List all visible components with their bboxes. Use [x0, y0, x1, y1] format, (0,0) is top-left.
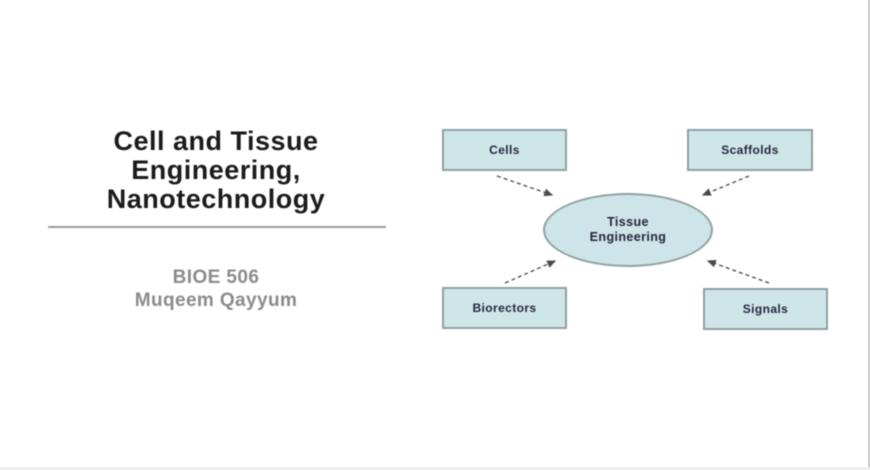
slide-right-edge — [868, 0, 870, 470]
node-signals: Signals — [703, 288, 828, 330]
title-line-3: Nanotechnology — [106, 184, 326, 214]
slide-title: Cell and Tissue Engineering, Nanotechnol… — [40, 127, 392, 214]
arrow-signals-to-center — [706, 259, 770, 284]
node-biorectors-label: Biorectors — [472, 301, 537, 315]
arrow-cells-to-center — [496, 175, 554, 197]
slide-bottom-edge — [0, 467, 870, 470]
course-number: BIOE 506 — [172, 267, 260, 288]
arrow-scaffolds-to-center — [701, 175, 750, 196]
arrow-biorectors-to-center — [504, 260, 557, 284]
node-scaffolds-label: Scaffolds — [721, 143, 779, 157]
node-signals-label: Signals — [742, 302, 789, 316]
center-label-line-2: Engineering — [589, 230, 667, 244]
node-cells-label: Cells — [489, 143, 520, 157]
author-name: Muqeem Qayyum — [134, 290, 298, 311]
node-cells: Cells — [442, 129, 567, 171]
node-biorectors: Biorectors — [442, 287, 567, 329]
title-line-2: Engineering, — [131, 155, 301, 185]
title-divider — [48, 226, 386, 228]
node-tissue-engineering: Tissue Engineering — [543, 193, 713, 267]
node-scaffolds: Scaffolds — [687, 129, 813, 171]
title-line-1: Cell and Tissue — [113, 126, 319, 156]
center-label-line-1: Tissue — [607, 215, 649, 229]
